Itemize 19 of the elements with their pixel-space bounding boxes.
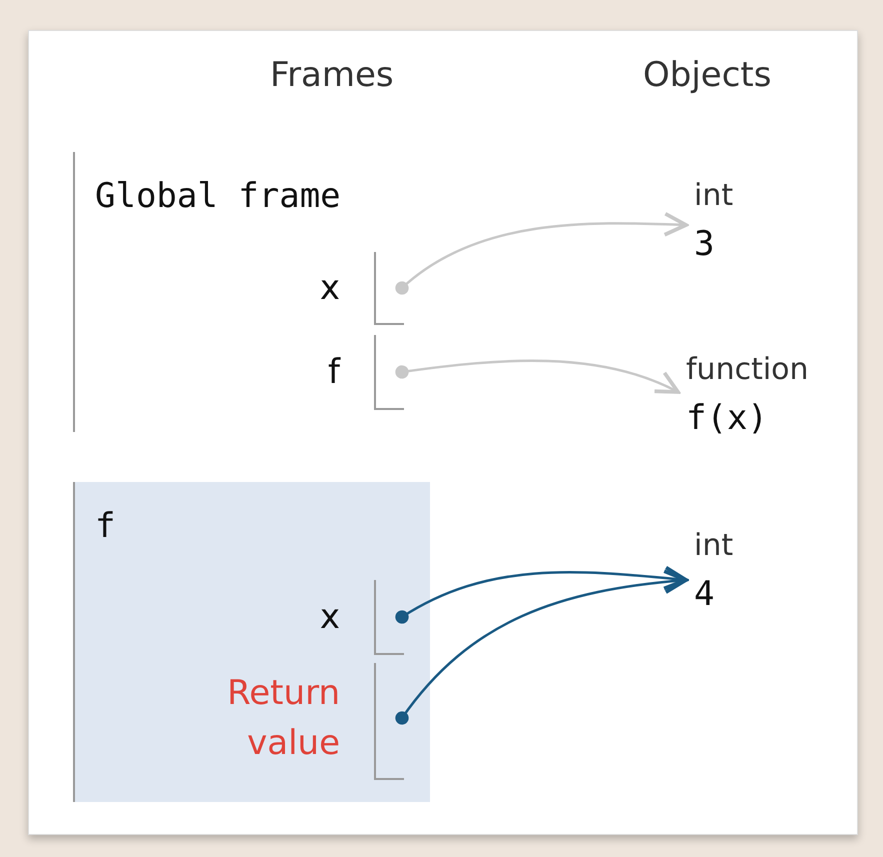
- pointer-arrow: [395, 360, 680, 394]
- object-value: 3: [694, 224, 714, 264]
- variable-name: f: [327, 351, 340, 394]
- object-type: int: [694, 178, 734, 213]
- frames-heading: Frames: [270, 55, 394, 95]
- object-value: f(x): [686, 398, 768, 438]
- variable-name: x: [318, 267, 340, 310]
- frame-name: Global frame: [95, 176, 341, 216]
- variable-name: Return value: [226, 672, 340, 765]
- object-type: int: [694, 528, 734, 563]
- pointer-arrow: [395, 570, 688, 725]
- pointer-arrow: [395, 566, 688, 624]
- pointer-arrow: [395, 212, 688, 295]
- object-value: 4: [694, 574, 714, 614]
- variable-name: x: [318, 596, 340, 639]
- stack-frame: [73, 482, 430, 802]
- frame-name: f: [95, 506, 116, 546]
- objects-heading: Objects: [643, 55, 772, 95]
- object-type: function: [686, 352, 809, 387]
